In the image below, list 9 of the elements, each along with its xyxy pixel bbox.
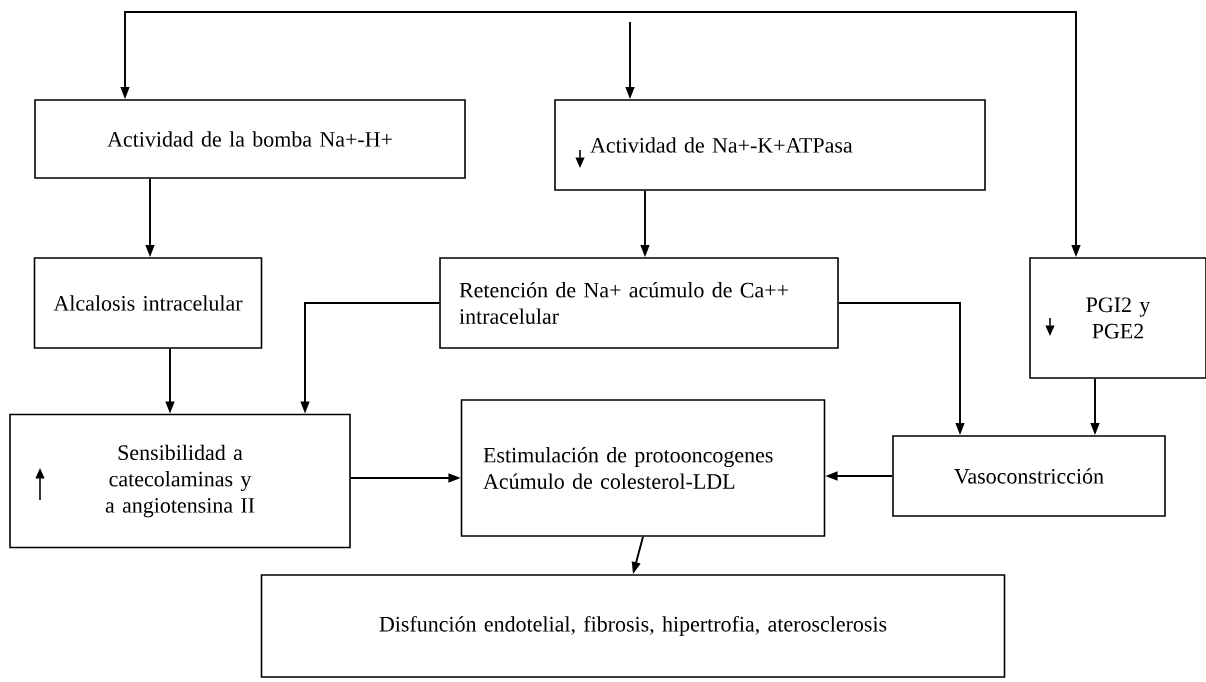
process-box: Estimulación de protooncogenes Acúmulo de colesterol-LDL — [460, 399, 826, 537]
process-box: Vasoconstricción — [892, 435, 1166, 517]
process-box: Actividad de Na+-K+ATPasa — [554, 99, 986, 191]
process-box: Disfunción endotelial, fibrosis, hipertrofia, aterosclerosis — [260, 574, 1006, 678]
process-box: Alcalosis intracelular — [33, 257, 263, 349]
process-box: Sensibilidad a catecolaminas y a angiotensina II — [9, 413, 351, 549]
process-box: Retención de Na+ acúmulo de Ca++ intracelular — [439, 257, 839, 349]
process-box: Actividad de la bomba Na+-H+ — [34, 99, 466, 179]
process-box: PGI2 y PGE2 — [1029, 257, 1206, 379]
